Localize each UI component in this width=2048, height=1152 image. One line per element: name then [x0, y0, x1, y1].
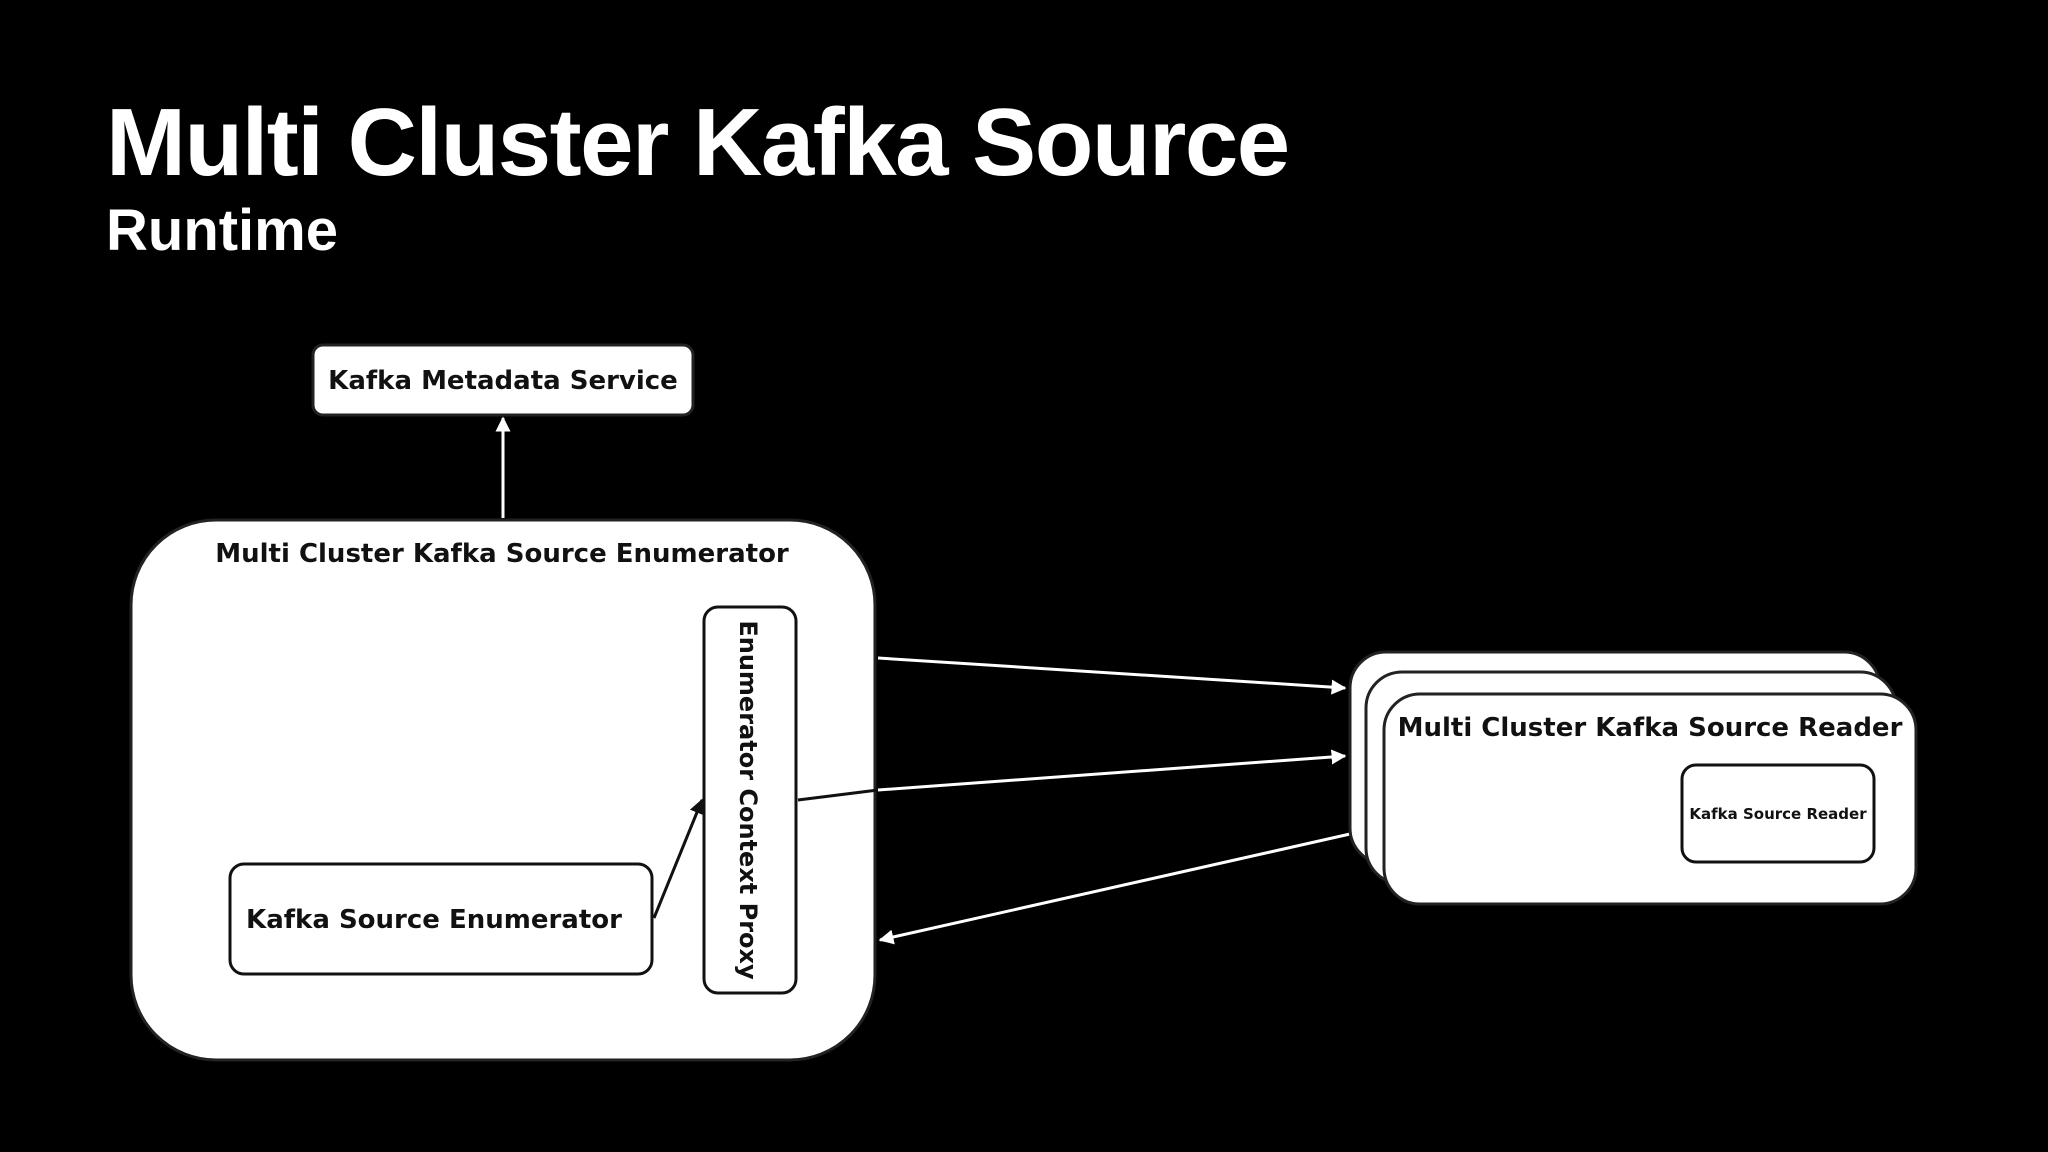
enumerator-node: Multi Cluster Kafka Source Enumerator Ka… — [129, 518, 877, 1062]
metadata-service-box — [311, 343, 695, 417]
enumerator-title: Multi Cluster Kafka Source Enumerator — [215, 539, 789, 569]
kafka-source-reader-label: Kafka Source Reader — [1689, 805, 1867, 823]
metadata-service-label: Kafka Metadata Service — [328, 366, 678, 396]
arrow-enumerator-to-proxy — [652, 798, 704, 919]
context-proxy-box — [702, 605, 798, 995]
metadata-service-node: Kafka Metadata Service — [311, 343, 695, 417]
context-proxy-label: Enumerator Context Proxy — [734, 620, 762, 980]
arrow-enumerator-to-reader-1 — [877, 656, 1347, 695]
reader-title: Multi Cluster Kafka Source Reader — [1398, 713, 1903, 743]
source-enumerator-box — [228, 862, 654, 976]
arrow-proxy-to-reader-2 — [797, 788, 879, 802]
reader-stack: Multi Cluster Kafka Source Reader Kafka … — [1348, 650, 1918, 906]
kafka-source-reader-box — [1680, 763, 1876, 864]
slide-title: Multi Cluster Kafka Source — [106, 89, 1290, 196]
arrow-reader-to-enumerator — [878, 832, 1351, 945]
source-enumerator-label: Kafka Source Enumerator — [246, 905, 622, 935]
arrow-enumerator-to-reader-2 — [877, 749, 1347, 792]
slide-subtitle: Runtime — [106, 198, 338, 263]
